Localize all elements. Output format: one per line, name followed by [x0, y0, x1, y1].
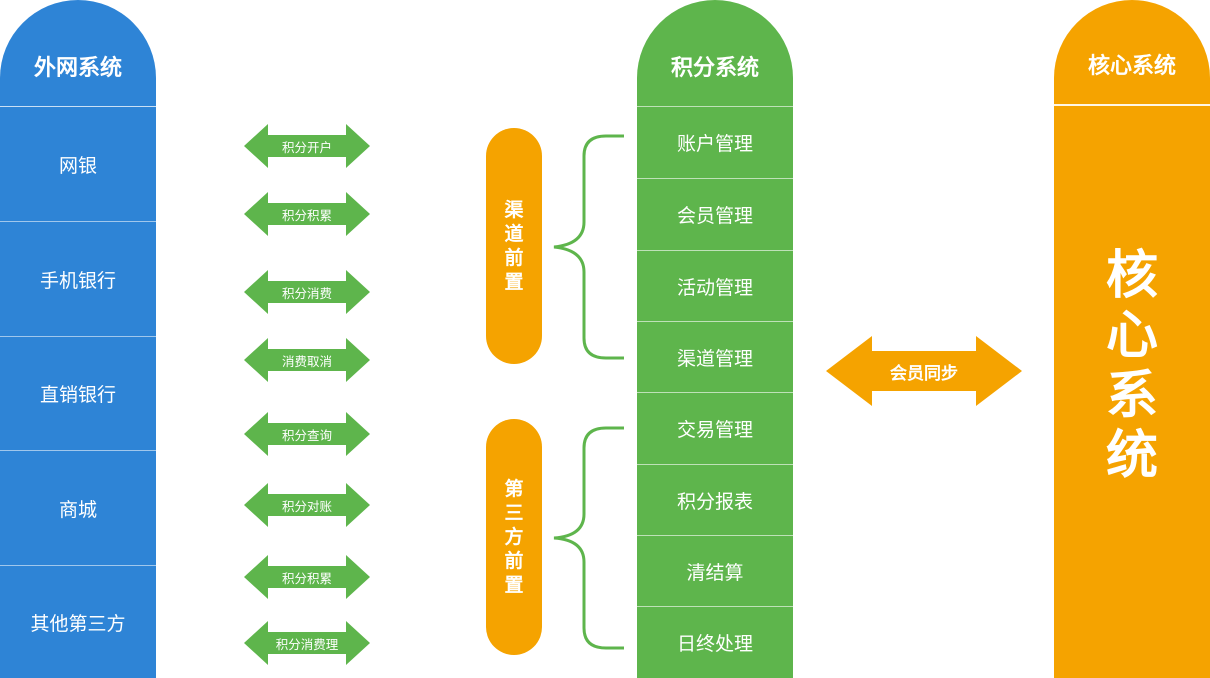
flow-label: 积分对账 — [281, 498, 332, 514]
pill-char: 第 — [504, 478, 524, 500]
points-system-title: 积分系统 — [637, 0, 793, 106]
third-party-front-pill: 第 三 方 前 置 — [486, 419, 542, 655]
module-account-mgmt: 账户管理 — [637, 106, 793, 178]
external-systems-list: 网银 手机银行 直销银行 商城 其他第三方 — [0, 106, 156, 678]
flow-arrow-consume-process: 积分消费理 — [244, 621, 370, 665]
external-systems-title: 外网系统 — [0, 0, 156, 106]
flow-label: 积分消费 — [281, 285, 332, 301]
member-sync-arrow: 会员同步 — [826, 336, 1022, 406]
third-party-front-brace — [553, 426, 624, 650]
core-system-column: 核心系统 核 心 系 统 — [1054, 0, 1210, 678]
flow-arrow-consume: 积分消费 — [244, 270, 370, 314]
module-transaction-mgmt: 交易管理 — [637, 392, 793, 464]
pill-char: 前 — [504, 247, 524, 269]
pill-char: 方 — [504, 526, 524, 548]
module-activity-mgmt: 活动管理 — [637, 250, 793, 321]
flow-arrow-accumulate-2: 积分积累 — [244, 555, 370, 599]
member-sync-label: 会员同步 — [890, 363, 958, 384]
external-item-direct-bank: 直销银行 — [0, 336, 156, 450]
module-end-of-day: 日终处理 — [637, 606, 793, 678]
core-system-vertical-label: 核 心 系 统 — [1054, 246, 1210, 486]
flow-arrow-open-account: 积分开户 — [244, 124, 370, 168]
pill-char: 道 — [504, 223, 524, 245]
core-char: 系 — [1105, 366, 1158, 426]
external-item-mall: 商城 — [0, 450, 156, 565]
flow-arrow-query: 积分查询 — [244, 412, 370, 456]
module-channel-mgmt: 渠道管理 — [637, 321, 793, 392]
points-system-modules: 账户管理 会员管理 活动管理 渠道管理 交易管理 积分报表 清结算 日终处理 — [637, 106, 793, 678]
external-item-mobile-bank: 手机银行 — [0, 221, 156, 336]
flow-arrow-reconcile: 积分对账 — [244, 483, 370, 527]
pill-char: 前 — [504, 550, 524, 572]
pill-char: 三 — [504, 502, 524, 524]
flow-label: 积分开户 — [281, 139, 332, 155]
flow-arrow-cancel-consume: 消费取消 — [244, 338, 370, 382]
pill-char: 置 — [504, 271, 524, 293]
core-char: 心 — [1105, 306, 1158, 366]
channel-front-pill: 渠 道 前 置 — [486, 128, 542, 364]
points-system-column: 积分系统 账户管理 会员管理 活动管理 渠道管理 交易管理 积分报表 清结算 日… — [637, 0, 793, 678]
core-system-title: 核心系统 — [1054, 0, 1210, 106]
flow-arrow-accumulate: 积分积累 — [244, 192, 370, 236]
module-member-mgmt: 会员管理 — [637, 178, 793, 250]
flow-label: 积分查询 — [281, 427, 332, 443]
pill-char: 渠 — [504, 199, 524, 221]
core-char: 统 — [1105, 426, 1158, 486]
external-systems-column: 外网系统 网银 手机银行 直销银行 商城 其他第三方 — [0, 0, 156, 678]
external-item-online-bank: 网银 — [0, 106, 156, 221]
pill-char: 置 — [504, 574, 524, 596]
flow-label: 积分消费理 — [275, 636, 339, 652]
core-char: 核 — [1105, 246, 1158, 306]
external-item-other-third-party: 其他第三方 — [0, 565, 156, 678]
channel-front-brace — [553, 134, 624, 360]
module-points-report: 积分报表 — [637, 464, 793, 535]
module-clearing-settlement: 清结算 — [637, 535, 793, 606]
flow-label: 消费取消 — [281, 353, 332, 369]
flow-label: 积分积累 — [281, 207, 332, 223]
core-system-body: 核 心 系 统 — [1054, 106, 1210, 678]
flow-label: 积分积累 — [281, 570, 332, 586]
